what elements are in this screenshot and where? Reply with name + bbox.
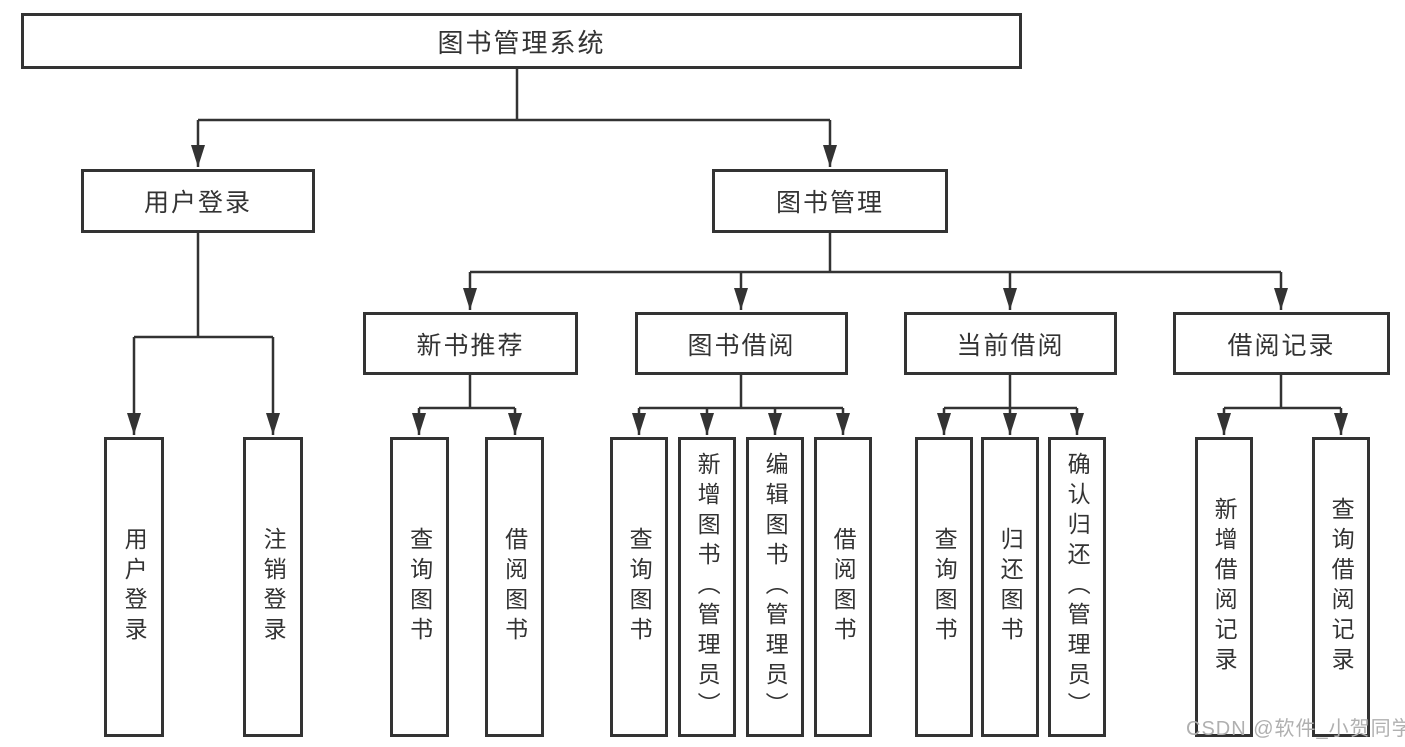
leaf-label: 归还图书	[997, 527, 1024, 647]
leaf-label: 查询借阅记录	[1328, 497, 1355, 677]
leaf-label: 借阅图书	[830, 527, 857, 647]
leaf-query-borrow-record: 查询借阅记录	[1312, 437, 1370, 737]
leaf-borrow-books-2: 借阅图书	[814, 437, 872, 737]
leaf-label: 查询图书	[931, 527, 958, 647]
leaf-label: 查询图书	[406, 527, 433, 647]
node-user-login: 用户登录	[81, 169, 315, 233]
leaf-label: 用户登录	[121, 527, 148, 647]
leaf-user-login: 用户登录	[104, 437, 164, 737]
node-borrow-records: 借阅记录	[1173, 312, 1390, 375]
leaf-query-books-3: 查询图书	[915, 437, 973, 737]
leaf-edit-book-admin: 编辑图书（管理员）	[746, 437, 804, 737]
connectors	[127, 69, 1348, 435]
node-new-book-recommend: 新书推荐	[363, 312, 578, 375]
node-current-borrow: 当前借阅	[904, 312, 1117, 375]
leaf-query-books-1: 查询图书	[390, 437, 449, 737]
leaf-label: 确认归还（管理员）	[1064, 452, 1091, 722]
leaf-confirm-return-admin: 确认归还（管理员）	[1048, 437, 1106, 737]
leaf-logout: 注销登录	[243, 437, 303, 737]
leaf-label: 新增借阅记录	[1211, 497, 1238, 677]
node-book-management: 图书管理	[712, 169, 948, 233]
leaf-borrow-books-1: 借阅图书	[485, 437, 544, 737]
csdn-watermark: CSDN @软件_小贺同学	[1186, 718, 1405, 740]
leaf-label: 查询图书	[626, 527, 653, 647]
leaf-label: 注销登录	[260, 527, 287, 647]
node-book-borrow: 图书借阅	[635, 312, 848, 375]
leaf-return-book: 归还图书	[981, 437, 1039, 737]
leaf-label: 借阅图书	[501, 527, 528, 647]
leaf-add-book-admin: 新增图书（管理员）	[678, 437, 736, 737]
leaf-query-books-2: 查询图书	[610, 437, 668, 737]
leaf-label: 新增图书（管理员）	[694, 452, 721, 722]
node-root-system: 图书管理系统	[21, 13, 1022, 69]
leaf-label: 编辑图书（管理员）	[762, 452, 789, 722]
leaf-add-borrow-record: 新增借阅记录	[1195, 437, 1253, 737]
